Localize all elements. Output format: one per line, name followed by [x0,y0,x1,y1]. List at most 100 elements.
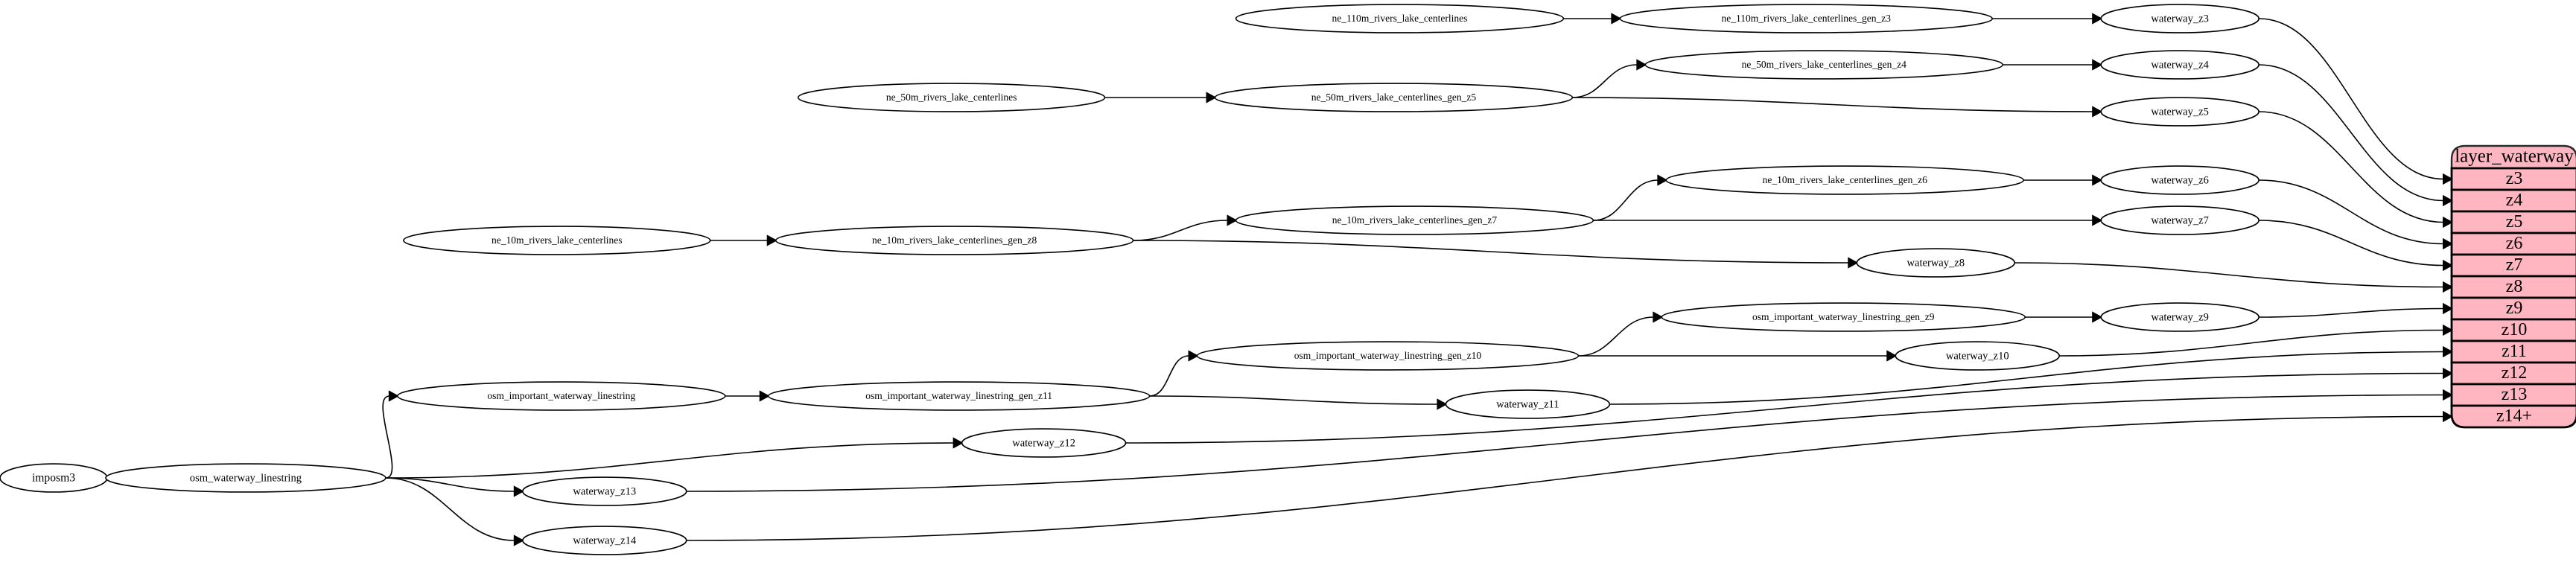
graph-edge-arrowhead-ne50m_z5-to-ww_z5 [2092,106,2103,118]
node-label-ww_z7: waterway_z7 [2151,214,2209,226]
node-shape [2101,4,2259,33]
node-label-ne50m_z4: ne_50m_rivers_lake_centerlines_gen_z4 [1742,59,1907,70]
graph-edge-arrowhead-ne50m_z4-to-ww_z4 [2092,59,2103,71]
graph-edge-osm_ww_ls-to-ww_z13 [386,478,515,491]
graph-edge-ww_z13-to-row_z13 [687,395,2443,492]
layer-table-row-label-z10: z10 [2502,320,2528,339]
graph-node-ne10m_z8[interactable]: ne_10m_rivers_lake_centerlines_gen_z8 [776,226,1133,255]
graph-node-ww_z6[interactable]: waterway_z6 [2101,166,2259,194]
graph-edge-ne50m_z5-to-ww_z5 [1572,98,2093,112]
graph-node-osm_imp_z11[interactable]: osm_important_waterway_linestring_gen_z1… [769,382,1150,410]
graph-node-ww_z3[interactable]: waterway_z3 [2101,4,2259,33]
graph-node-ne10m_z6[interactable]: ne_10m_rivers_lake_centerlines_gen_z6 [1666,166,2023,194]
node-label-ne10m: ne_10m_rivers_lake_centerlines [492,234,623,246]
node-shape [1446,390,1609,418]
graph-node-osm_imp_z10[interactable]: osm_important_waterway_linestring_gen_z1… [1198,342,1579,370]
layer-table-row-z3[interactable] [2450,167,2576,191]
node-shape [2101,303,2259,331]
graph-node-osm_ww_ls[interactable]: osm_waterway_linestring [106,464,386,492]
graph-edge-arrowhead-ne10m_z6-to-ww_z6 [2092,174,2103,186]
graph-edge-arrowhead-ww_z3-to-row_z3 [2443,173,2454,185]
node-shape [1215,83,1573,112]
graph-node-ww_z10[interactable]: waterway_z10 [1895,342,2059,370]
graph-edge-ww_z5-to-row_z5 [2259,112,2443,223]
graph-edge-arrowhead-ww_z5-to-row_z5 [2443,216,2454,229]
graph-node-osm_imp_z9[interactable]: osm_important_waterway_linestring_gen_z9 [1661,303,2025,331]
graph-edge-arrowhead-ne110m-to-ne110m_z3 [1611,13,1622,25]
graph-edge-arrowhead-osm_imp_z11-to-osm_imp_z10 [1188,350,1199,362]
graph-edge-ww_z11-to-row_z11 [1609,352,2443,405]
graph-edge-arrowhead-ww_z11-to-row_z11 [2443,345,2454,358]
graph-node-ne50m_z4[interactable]: ne_50m_rivers_lake_centerlines_gen_z4 [1645,51,2003,79]
graph-node-ne10m_z7[interactable]: ne_10m_rivers_lake_centerlines_gen_z7 [1236,206,1594,234]
graph-edge-arrowhead-ne50m-to-ne50m_z5 [1206,92,1217,103]
graph-edge-arrowhead-ne50m_z5-to-ne50m_z4 [1636,59,1647,71]
node-shape [2101,51,2259,79]
node-label-ne10m_z7: ne_10m_rivers_lake_centerlines_gen_z7 [1332,214,1498,226]
graph-edge-ww_z6-to-row_z6 [2259,180,2443,244]
node-shape [1236,4,1564,33]
node-label-ne10m_z8: ne_10m_rivers_lake_centerlines_gen_z8 [872,234,1037,246]
graph-node-ww_z11[interactable]: waterway_z11 [1446,390,1609,418]
graph-edge-arrowhead-ww_z6-to-row_z6 [2443,237,2454,250]
graph-node-ww_z14[interactable]: waterway_z14 [523,526,687,555]
node-shape [2101,166,2259,194]
graph-node-ww_z7[interactable]: waterway_z7 [2101,206,2259,234]
layer-table-row-z7[interactable] [2450,253,2576,278]
layer-table-row-z9[interactable] [2450,296,2576,321]
layer-table-row-z13[interactable] [2450,383,2576,407]
layer-table-row-z11[interactable] [2450,339,2576,364]
graph-node-ww_z4[interactable]: waterway_z4 [2101,51,2259,79]
layer-table-row-z12[interactable] [2450,361,2576,386]
graph-edge-osm_ww_ls-to-osm_imp_ww_ls [383,396,392,478]
node-label-ww_z13: waterway_z13 [573,485,636,497]
layer-table-row-z6[interactable] [2450,232,2576,256]
graph-edge-ww_z4-to-row_z4 [2259,65,2443,201]
graph-edge-arrowhead-osm_ww_ls-to-ww_z14 [513,535,524,546]
node-shape [1895,342,2059,370]
graph-edge-arrowhead-osm_imp_z9-to-ww_z9 [2092,311,2103,323]
graph-edge-ne10m_z8-to-ne10m_z7 [1133,220,1228,240]
graph-node-imposm3[interactable]: imposm3 [0,464,107,492]
graph-edge-arrowhead-ne10m_z7-to-ww_z7 [2092,214,2103,226]
graph-node-ne50m_z5[interactable]: ne_50m_rivers_lake_centerlines_gen_z5 [1215,83,1573,112]
node-label-osm_imp_z10: osm_important_waterway_linestring_gen_z1… [1294,350,1482,361]
graph-edge-osm_imp_z10-to-osm_imp_z9 [1578,317,1653,356]
graph-edge-arrowhead-ne10m-to-ne10m_z8 [766,234,777,246]
node-shape [1661,303,2025,331]
graph-node-ww_z13[interactable]: waterway_z13 [523,477,687,505]
node-shape [776,226,1133,255]
node-shape [1857,249,2014,277]
layer-table-row-z8[interactable] [2450,275,2576,299]
node-label-ne50m: ne_50m_rivers_lake_centerlines [886,92,1017,103]
graph-node-ww_z9[interactable]: waterway_z9 [2101,303,2259,331]
graph-edge-arrowhead-osm_imp_ww_ls-to-osm_imp_z11 [759,390,770,402]
layer-table-title-cell [2450,144,2576,170]
graph-node-ne10m[interactable]: ne_10m_rivers_lake_centerlines [404,226,710,255]
node-label-osm_imp_z9: osm_important_waterway_linestring_gen_z9 [1752,311,1935,322]
node-label-ww_z8: waterway_z8 [1906,257,1965,269]
graph-node-osm_imp_ww_ls[interactable]: osm_important_waterway_linestring [398,382,725,410]
graph-edge-osm_ww_ls-to-ww_z14 [386,478,515,540]
node-label-ww_z11: waterway_z11 [1496,398,1559,410]
node-label-ww_z10: waterway_z10 [1946,350,2009,362]
node-shape [398,382,725,410]
graph-node-ww_z12[interactable]: waterway_z12 [962,429,1126,457]
graph-edge-arrowhead-ww_z8-to-row_z8 [2443,281,2454,293]
layer-table-row-z10[interactable] [2450,318,2576,342]
graph-node-ww_z5[interactable]: waterway_z5 [2101,98,2259,126]
graph-node-ne50m[interactable]: ne_50m_rivers_lake_centerlines [798,83,1105,112]
layer-table-row-label-z5: z5 [2506,212,2523,232]
layer-table-row-z14plus[interactable] [2450,404,2576,429]
graph-edge-arrowhead-ne10m_z8-to-ne10m_z7 [1227,214,1238,226]
graph-edge-arrowhead-ww_z7-to-row_z7 [2443,259,2454,272]
graph-node-ne110m[interactable]: ne_110m_rivers_lake_centerlines [1236,4,1564,33]
node-shape [1198,342,1579,370]
graph-node-ww_z8[interactable]: waterway_z8 [1857,249,2014,277]
layer-table-row-z4[interactable] [2450,188,2576,213]
layer-table-row-z5[interactable] [2450,210,2576,234]
graph-node-ne110m_z3[interactable]: ne_110m_rivers_lake_centerlines_gen_z3 [1620,4,1992,33]
node-shape [1666,166,2023,194]
